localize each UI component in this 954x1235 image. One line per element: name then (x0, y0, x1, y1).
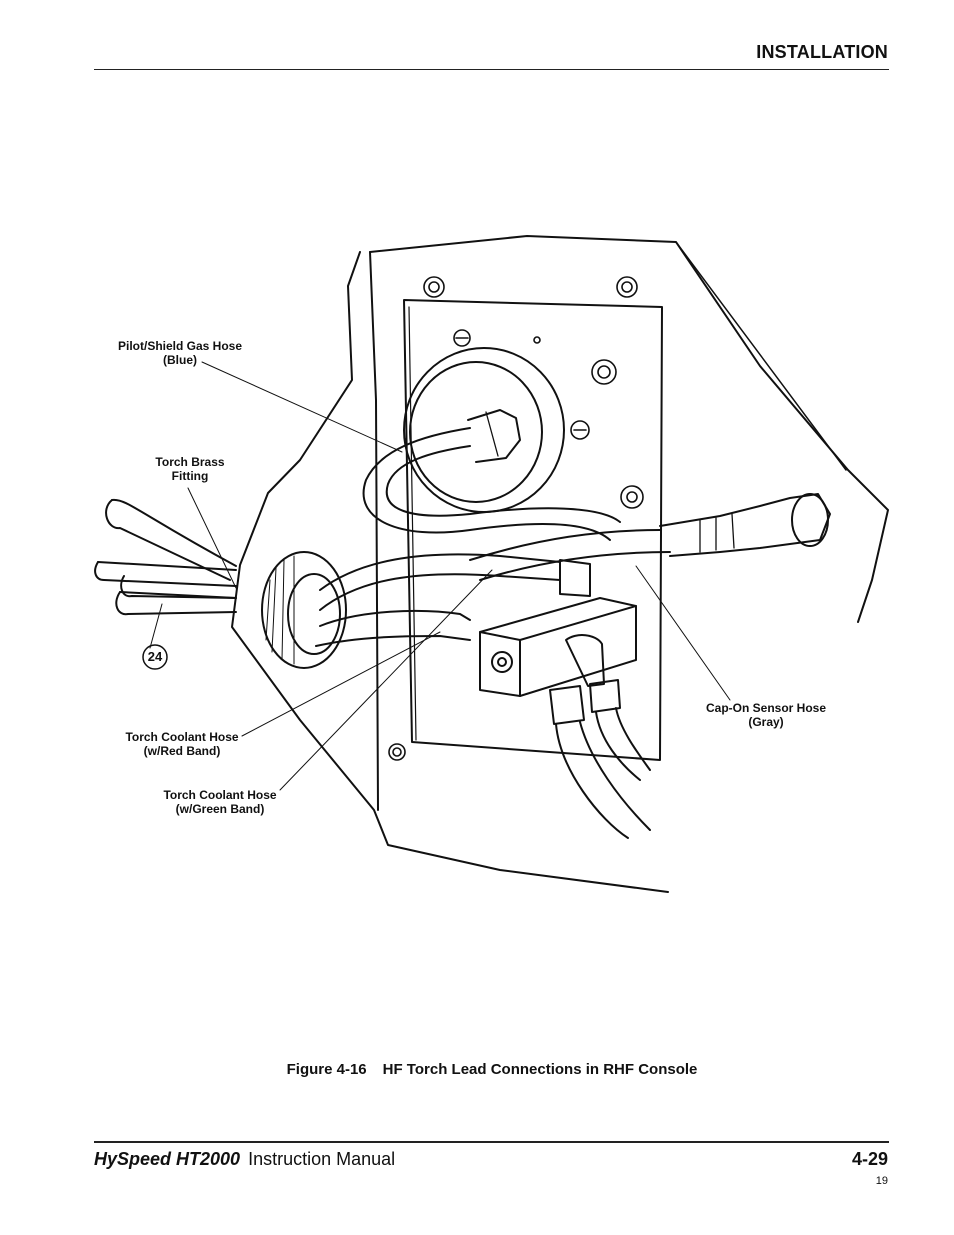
mounting-panel (403, 299, 663, 761)
footer-manual-title: HySpeed HT2000 Instruction Manual (94, 1149, 395, 1170)
label-cap-on-sensor-hose: Cap-On Sensor Hose (Gray) (705, 701, 827, 729)
manifold-block (479, 597, 637, 725)
footer-rule (94, 1141, 889, 1143)
panel-bolts (388, 276, 644, 761)
label-pilot-shield-gas-hose: Pilot/Shield Gas Hose (Blue) (117, 339, 243, 367)
header-rule (94, 69, 889, 70)
label-torch-coolant-hose-red: Torch Coolant Hose (w/Red Band) (125, 730, 239, 758)
leader-lines (149, 361, 731, 791)
item-number-callout (142, 644, 168, 670)
header-section-title: INSTALLATION (756, 42, 888, 62)
label-item-number: 24 (147, 649, 163, 664)
torch-lead-tubes (94, 498, 237, 616)
page-number: 19 (875, 1175, 888, 1187)
footer-brand: HySpeed HT2000 (94, 1149, 241, 1169)
figure-caption-number: Figure 4-16 (286, 1061, 367, 1078)
label-torch-brass-fitting: Torch Brass Fitting (155, 455, 225, 483)
downward-hoses (555, 707, 651, 839)
figure-caption-title: HF Torch Lead Connections in RHF Console (382, 1061, 698, 1078)
pilot-shield-hose (362, 427, 621, 541)
footer-manual: Instruction Manual (248, 1149, 396, 1169)
coolant-hoses (315, 553, 591, 647)
lower-grommet (261, 551, 347, 669)
label-torch-coolant-hose-green: Torch Coolant Hose (w/Green Band) (163, 788, 277, 816)
upper-ring-fitting (403, 347, 565, 513)
cap-on-sensor-hose (469, 493, 831, 581)
figure-caption: Figure 4-16 HF Torch Lead Connections in … (0, 1061, 954, 1078)
footer-page-ref: 4-29 (851, 1149, 888, 1169)
console-wall (231, 235, 889, 893)
